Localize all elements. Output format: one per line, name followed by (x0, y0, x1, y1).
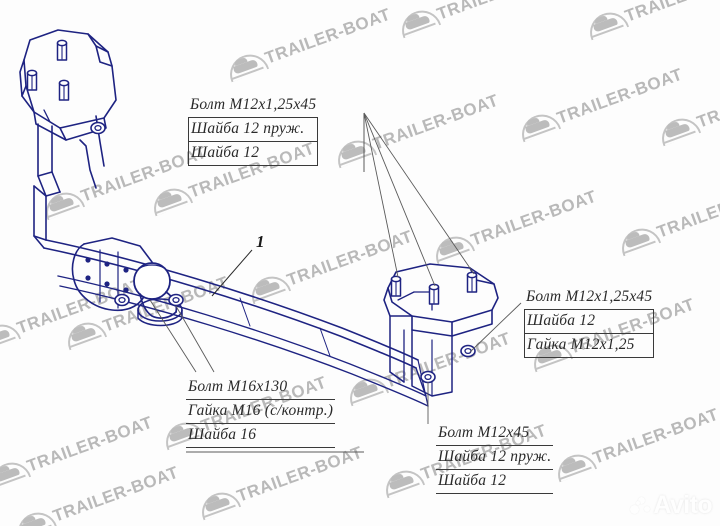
boat-arc-logo-icon (380, 464, 426, 499)
label-line: Шайба 12 пруж. (436, 446, 554, 470)
boat-arc-logo-icon (430, 230, 476, 265)
hardware-list-bottom-left: Болт М16х130 Гайка М16 (с/контр.) Шайба … (186, 376, 336, 448)
label-line: Болт М12х1,25х45 (188, 94, 319, 118)
boat-arc-logo-icon (552, 448, 598, 483)
label-line: Шайба 12 (436, 470, 554, 494)
boat-arc-logo-icon (40, 186, 86, 221)
watermark-text: TRAILER-BOAT (24, 412, 155, 476)
callout-number-1: 1 (256, 232, 265, 251)
watermark-trailer-boat: TRAILER-BOAT (656, 68, 720, 147)
label-line: Гайка М16 (с/контр.) (186, 400, 336, 424)
watermark-trailer-boat: TRAILER-BOAT (0, 412, 155, 491)
left-bracket-stud-mid (58, 79, 70, 101)
left-bracket-stud-lower (26, 69, 38, 91)
watermark-trailer-boat: TRAILER-BOAT (0, 274, 145, 353)
watermark-trailer-boat: TRAILER-BOAT (396, 0, 565, 39)
watermark-trailer-boat: TRAILER-BOAT (246, 226, 415, 305)
boat-arc-logo-icon (584, 6, 630, 41)
watermark-text: TRAILER-BOAT (14, 274, 145, 338)
avito-watermark: Avito (630, 491, 713, 520)
watermark-text: TRAILER-BOAT (468, 186, 599, 250)
boat-arc-logo-icon (224, 48, 270, 83)
label-line: Шайба 12 (524, 310, 655, 334)
label-line: Болт М12х1,25х45 (524, 286, 655, 310)
hardware-list-top-left: Болт М12х1,25х45 Шайба 12 пруж. Шайба 12 (188, 94, 319, 166)
left-vertical-arm (33, 115, 105, 249)
boat-arc-logo-icon (616, 222, 662, 257)
avito-dots-logo (630, 496, 651, 516)
watermark-trailer-boat: TRAILER-BOAT (584, 0, 720, 41)
left-bracket-stud-upper (56, 39, 68, 61)
watermark-trailer-boat: TRAILER-BOAT (196, 442, 365, 521)
hardware-list-right: Болт М12х1,25х45 Шайба 12 Гайка М12х1,25 (524, 286, 655, 358)
watermark-trailer-boat: TRAILER-BOAT (344, 328, 513, 407)
watermark-trailer-boat: TRAILER-BOAT (552, 404, 720, 483)
hardware-list-bottom-right: Болт М12х45 Шайба 12 пруж. Шайба 12 (436, 422, 554, 494)
drawing-linework (19, 29, 499, 407)
label-line: Гайка М12х1,25 (524, 334, 655, 358)
boat-arc-logo-icon (396, 4, 442, 39)
right-bracket-plate (383, 263, 499, 397)
watermark-trailer-boat: TRAILER-BOAT (40, 142, 209, 221)
watermark-trailer-boat: TRAILER-BOAT (516, 64, 685, 143)
boat-arc-logo-icon (196, 486, 242, 521)
boat-arc-logo-icon (246, 270, 292, 305)
boat-arc-logo-icon (12, 506, 58, 526)
boat-arc-logo-icon (332, 134, 378, 169)
watermark-text: TRAILER-BOAT (590, 404, 720, 468)
boat-arc-logo-icon (62, 316, 108, 351)
watermark-text: TRAILER-BOAT (554, 64, 685, 128)
watermark-text: TRAILER-BOAT (50, 462, 181, 526)
watermark-text: TRAILER-BOAT (262, 4, 393, 68)
watermark-text: TRAILER-BOAT (622, 0, 720, 26)
label-line: Шайба 12 (188, 142, 319, 166)
boat-arc-logo-icon (0, 318, 22, 353)
watermark-text: TRAILER-BOAT (434, 0, 565, 24)
tow-ball (133, 262, 184, 327)
boat-arc-logo-icon (344, 372, 390, 407)
avito-wordmark: Avito (653, 491, 712, 519)
watermark-trailer-boat: TRAILER-BOAT (224, 4, 393, 83)
watermark-trailer-boat: TRAILER-BOAT (12, 462, 181, 526)
right-bracket-stud-left (390, 275, 402, 297)
right-bracket-bolt-lower (420, 370, 436, 384)
right-bracket-bolt-upper (460, 344, 476, 358)
label-line: Болт М12х45 (436, 422, 554, 446)
towball-nut (168, 293, 184, 307)
watermark-text: TRAILER-BOAT (654, 178, 720, 242)
watermark-text: TRAILER-BOAT (382, 328, 513, 392)
boat-arc-logo-icon (656, 112, 702, 147)
towball-mount-plate (71, 237, 153, 312)
watermark-text: TRAILER-BOAT (234, 442, 365, 506)
boat-arc-logo-icon (516, 108, 562, 143)
towball-lower-nut (114, 293, 130, 307)
left-bracket-plate (19, 29, 117, 141)
watermark-text: TRAILER-BOAT (284, 226, 415, 290)
watermark-trailer-boat: TRAILER-BOAT (616, 178, 720, 257)
watermark-trailer-boat: TRAILER-BOAT (430, 186, 599, 265)
boat-arc-logo-icon (148, 182, 194, 217)
watermark-text: TRAILER-BOAT (370, 90, 501, 154)
label-line: Болт М16х130 (186, 376, 336, 400)
watermark-text: TRAILER-BOAT (100, 272, 231, 336)
watermark-trailer-boat: TRAILER-BOAT (62, 272, 231, 351)
left-arm-bolt (90, 121, 106, 135)
right-bracket-stud-right (466, 271, 478, 293)
watermark-text: TRAILER-BOAT (694, 68, 720, 132)
right-bracket-stud-mid (428, 283, 440, 305)
watermark-trailer-boat: TRAILER-BOAT (332, 90, 501, 169)
boat-arc-logo-icon (0, 456, 32, 491)
label-line: Шайба 16 (186, 424, 336, 448)
label-line: Шайба 12 пруж. (188, 118, 319, 142)
